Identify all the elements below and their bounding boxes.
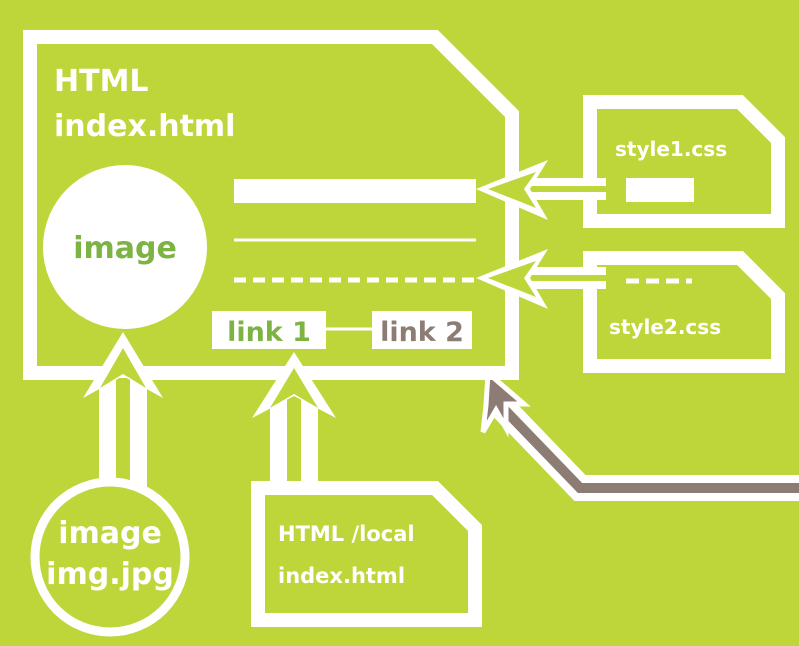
image-file-type-label: image xyxy=(58,516,162,551)
link2-label: link 2 xyxy=(380,317,464,348)
link1-box xyxy=(212,311,326,349)
image-file-name-label: img.jpg xyxy=(46,557,174,592)
image-placeholder-label: image xyxy=(73,231,177,266)
local-doc-type-label: HTML /local xyxy=(278,522,415,546)
link1-label: link 1 xyxy=(227,317,311,348)
main-html-document: HTML index.html image link 1 link 2 xyxy=(23,30,519,380)
stylesheet-1-document: style1.css xyxy=(583,95,785,228)
local-html-document: HTML /local index.html xyxy=(251,481,482,627)
image-file-arrow xyxy=(83,332,163,488)
local-doc-file-label: index.html xyxy=(278,564,405,588)
main-doc-file-label: index.html xyxy=(54,109,235,144)
style2-arrow xyxy=(476,249,606,309)
stylesheet-2-file-label: style2.css xyxy=(609,315,721,339)
stylesheet-1-file-label: style1.css xyxy=(615,137,727,161)
image-file: image img.jpg xyxy=(30,477,190,637)
external-link-arrow xyxy=(480,367,799,501)
main-doc-type-label: HTML xyxy=(54,64,149,99)
link2-box xyxy=(372,311,472,349)
style1-swatch xyxy=(626,178,694,202)
style1-target-bar xyxy=(234,179,476,203)
style1-arrow xyxy=(476,160,606,220)
stylesheet-2-document: style2.css xyxy=(583,251,785,373)
image-placeholder-circle xyxy=(43,165,207,329)
